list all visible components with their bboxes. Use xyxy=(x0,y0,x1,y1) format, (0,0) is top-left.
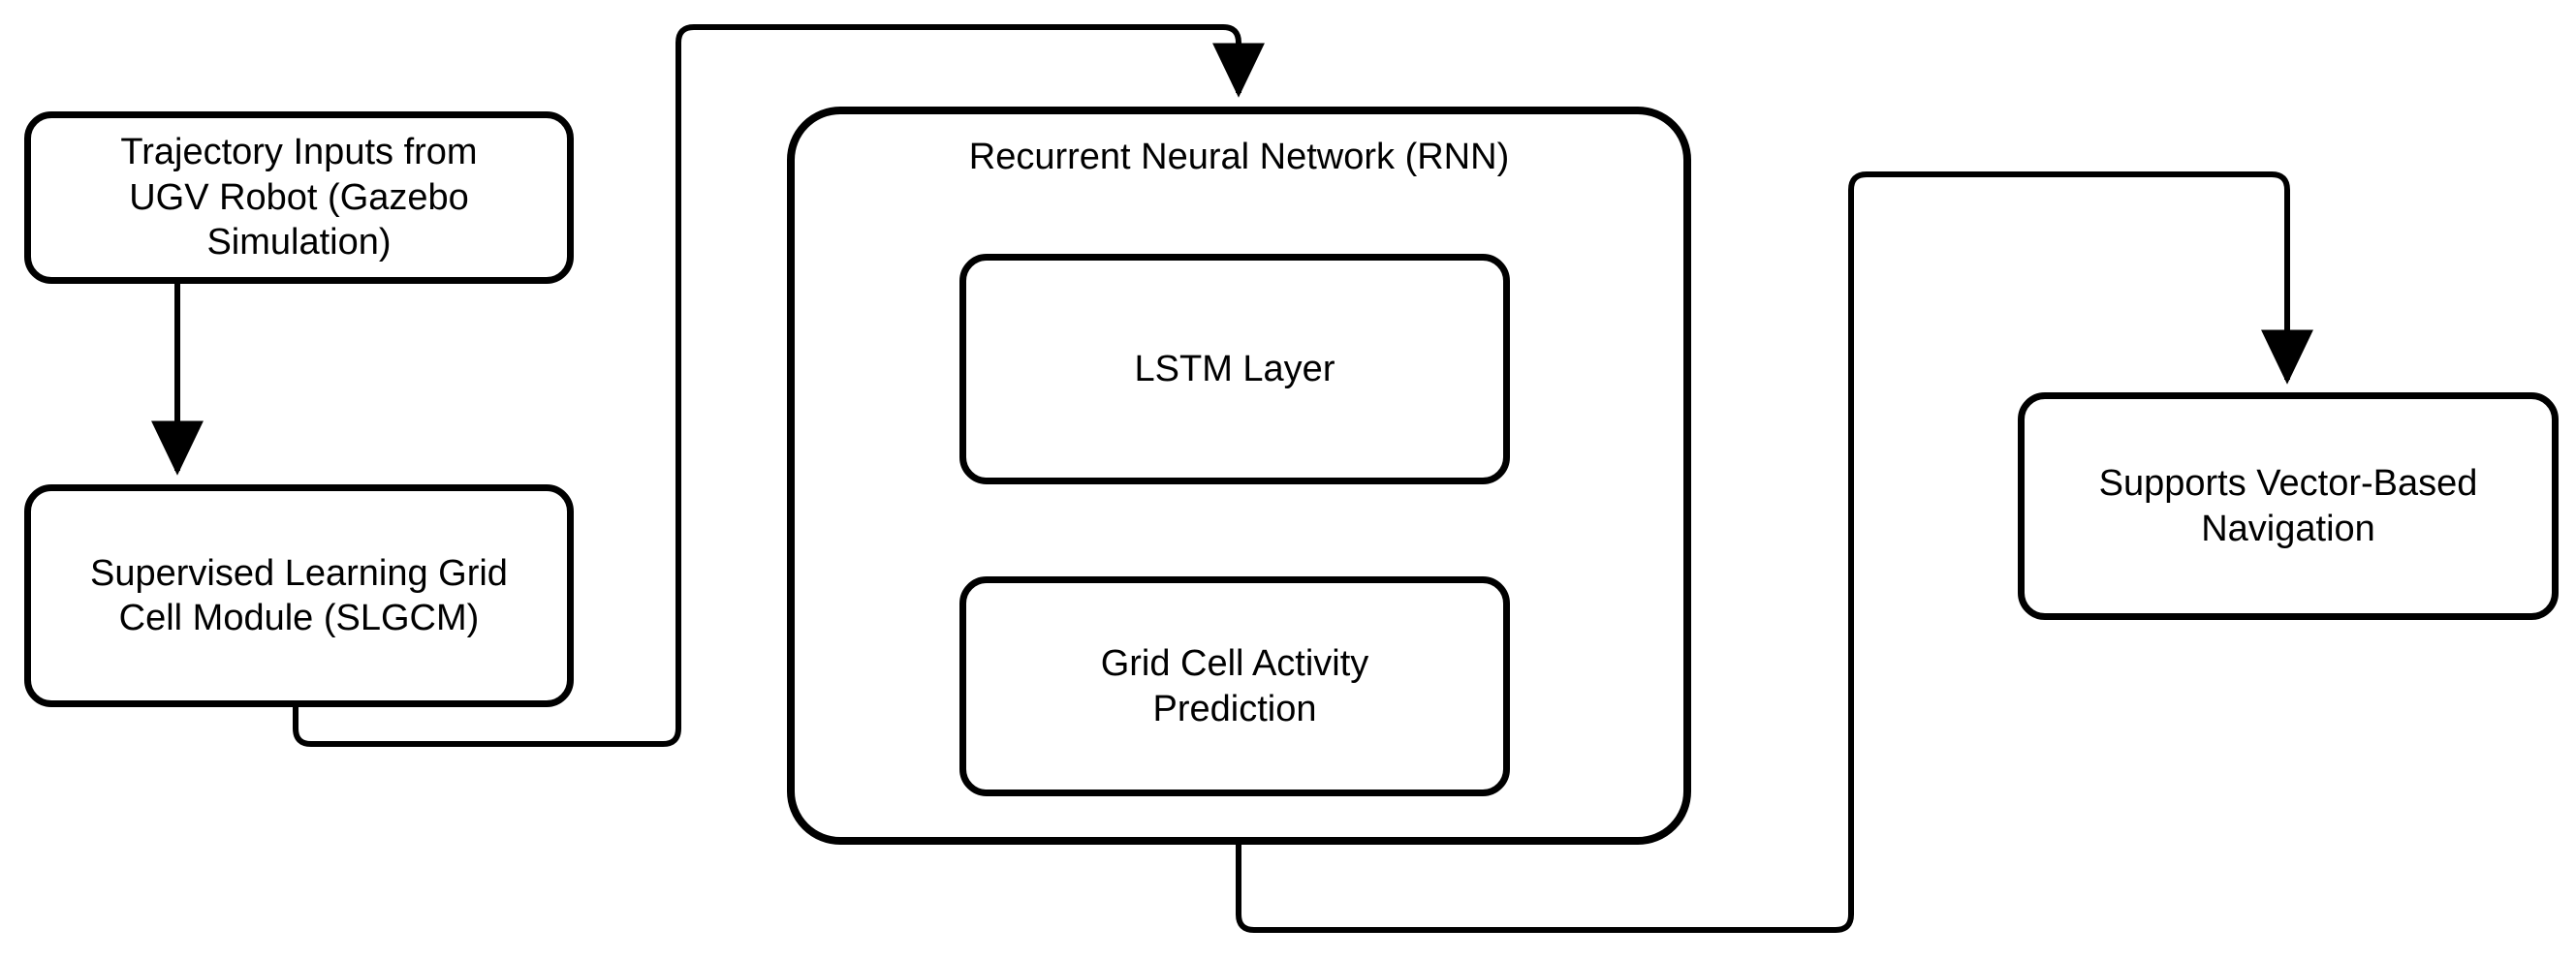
edge-rnn-to-vector-navigation xyxy=(1236,171,2313,933)
group-rnn-title: Recurrent Neural Network (RNN) xyxy=(968,137,1510,177)
node-supports-vector-based-navigation[interactable]: Supports Vector-Based Navigation xyxy=(2018,392,2559,620)
node-trajectory-inputs[interactable]: Trajectory Inputs from UGV Robot (Gazebo… xyxy=(24,111,574,284)
node-lstm-layer[interactable]: LSTM Layer xyxy=(959,254,1510,484)
node-supervised-learning-grid-cell-module[interactable]: Supervised Learning Grid Cell Module (SL… xyxy=(24,484,574,707)
node-lstm-layer-label: LSTM Layer xyxy=(1134,348,1335,389)
node-trajectory-inputs-label: Trajectory Inputs from UGV Robot (Gazebo… xyxy=(120,132,478,263)
node-slgcm-label: Supervised Learning Grid Cell Module (SL… xyxy=(90,552,508,638)
edge-slgcm-to-rnn xyxy=(293,24,1265,747)
node-grid-cell-activity-prediction[interactable]: Grid Cell Activity Prediction xyxy=(959,576,1510,796)
node-supports-vector-based-navigation-label: Supports Vector-Based Navigation xyxy=(2098,463,2478,549)
node-grid-cell-activity-prediction-label: Grid Cell Activity Prediction xyxy=(1100,643,1369,729)
